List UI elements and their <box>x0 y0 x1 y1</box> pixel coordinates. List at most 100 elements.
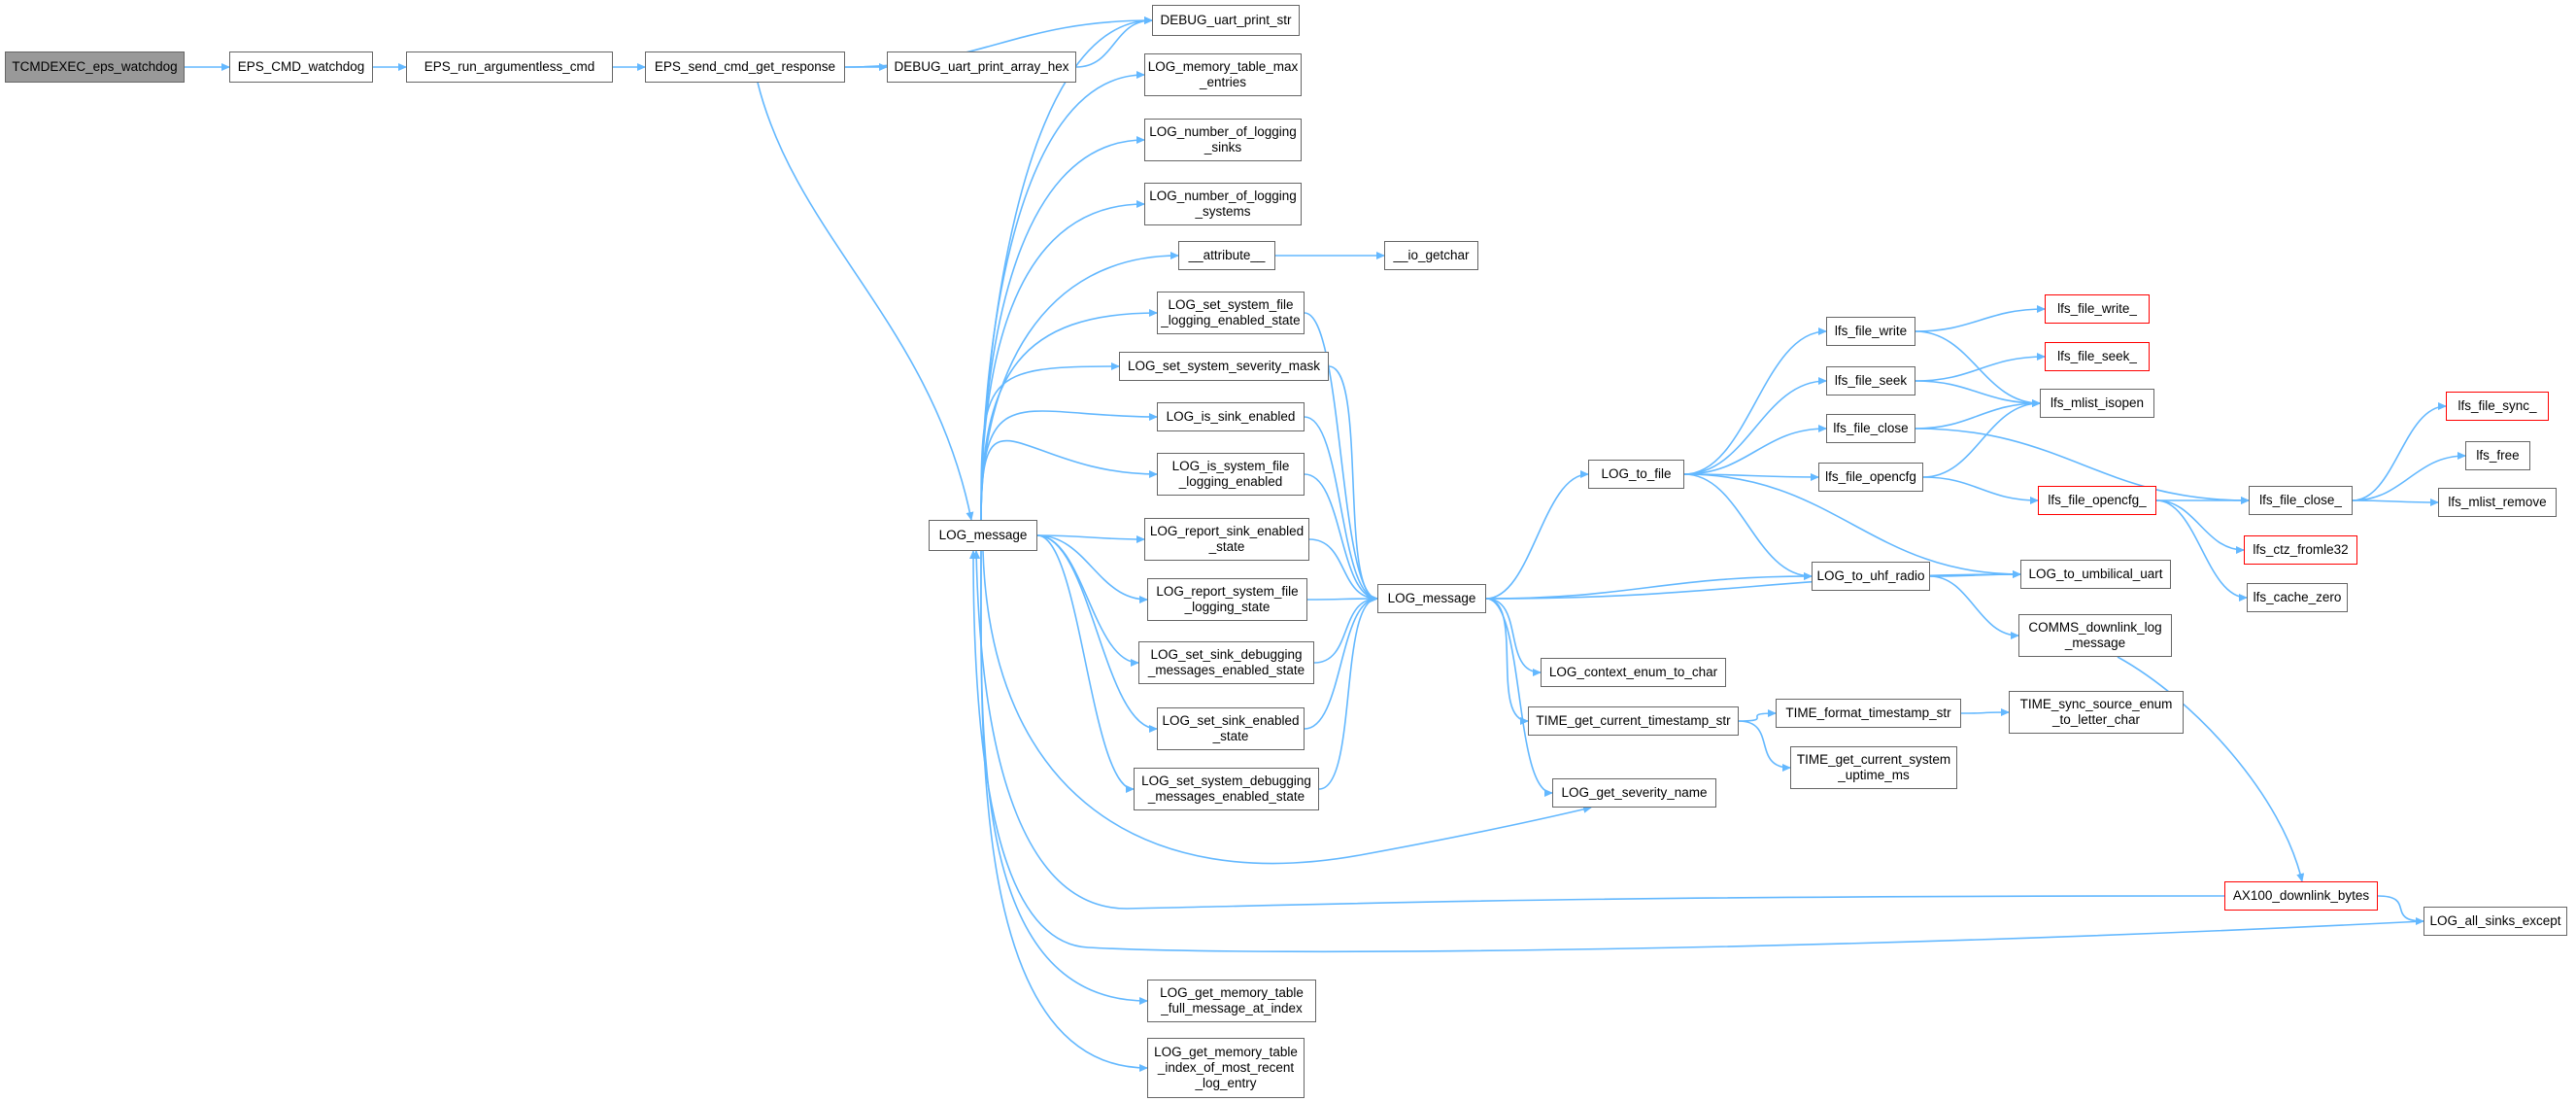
node-sync-src[interactable]: TIME_sync_source_enum _to_letter_char <box>2009 691 2184 734</box>
edge-comms-dl-to-ax100 <box>2117 656 2305 882</box>
edge-ts-str-to-uptime <box>1738 720 1791 772</box>
edge-log-to-file-to-uhf <box>1683 473 1813 580</box>
node-f-write-[interactable]: lfs_file_write_ <box>2045 294 2150 324</box>
node-ax100[interactable]: AX100_downlink_bytes <box>2224 881 2378 911</box>
node-all-sinks[interactable]: LOG_all_sinks_except <box>2423 907 2567 936</box>
edge-log-msg2-to-uhf <box>1485 572 1813 600</box>
edge-f-seek-to-f-seek- <box>1915 353 2046 382</box>
node-log-to-file[interactable]: LOG_to_file <box>1588 460 1684 489</box>
edge-log-msg1-to-mem-idx <box>980 550 1148 1072</box>
node-eps-run[interactable]: EPS_run_argumentless_cmd <box>406 52 613 83</box>
node-f-write[interactable]: lfs_file_write <box>1826 317 1915 346</box>
edge-log-msg2-to-ts-str <box>1485 598 1529 725</box>
node-sev-name[interactable]: LOG_get_severity_name <box>1552 778 1716 808</box>
edge-log-msg1-to-rep-sink <box>1036 534 1145 543</box>
node-is-sink[interactable]: LOG_is_sink_enabled <box>1157 402 1305 431</box>
node-uptime[interactable]: TIME_get_current_system _uptime_ms <box>1790 746 1957 789</box>
edge-log-msg1-to-is-sink <box>980 410 1158 521</box>
node-lfs-free[interactable]: lfs_free <box>2465 441 2530 470</box>
edge-log-msg1-to-is-sys-file <box>980 439 1158 521</box>
edge-f-write-to-f-write- <box>1915 305 2046 332</box>
edge-set-sys-dbg-to-log-msg2 <box>1318 595 1378 790</box>
edge-uhf-to-umb <box>1929 570 2021 579</box>
edge-f-opencfg-to-mlist-isopen <box>1922 399 2041 478</box>
node-ctx-enum[interactable]: LOG_context_enum_to_char <box>1541 658 1726 687</box>
edge-f-opencfg-to-f-opencfg- <box>1922 476 2039 504</box>
node-eps-send[interactable]: EPS_send_cmd_get_response <box>645 52 845 83</box>
edge-log-msg1-to-num-sinks <box>980 136 1145 521</box>
edge-f-write-to-mlist-isopen <box>1915 330 2041 407</box>
edge-log-msg1-to-set-sink-dbg <box>1036 534 1139 667</box>
node-mem-idx[interactable]: LOG_get_memory_table _index_of_most_rece… <box>1147 1038 1305 1098</box>
node-cache-zero[interactable]: lfs_cache_zero <box>2247 583 2348 612</box>
node-set-sev[interactable]: LOG_set_system_severity_mask <box>1119 352 1329 381</box>
node-f-opencfg-[interactable]: lfs_file_opencfg_ <box>2038 486 2156 515</box>
edge-eps-send-to-log-msg1 <box>757 82 974 521</box>
node-mlist-remove[interactable]: lfs_mlist_remove <box>2438 488 2557 517</box>
node-tcmdexec: TCMDEXEC_eps_watchdog <box>5 52 185 83</box>
node-rep-sys-file[interactable]: LOG_report_system_file _logging_state <box>1147 578 1307 621</box>
edge-f-seek-to-mlist-isopen <box>1915 380 2041 407</box>
edge-log-msg2-to-sev-name <box>1485 598 1553 797</box>
node-is-sys-file[interactable]: LOG_is_system_file _logging_enabled <box>1157 453 1305 496</box>
node-f-opencfg[interactable]: lfs_file_opencfg <box>1818 463 1923 492</box>
node-rep-sink[interactable]: LOG_report_sink_enabled _state <box>1144 518 1309 561</box>
edge-log-to-file-to-f-seek <box>1683 377 1827 475</box>
node-uhf[interactable]: LOG_to_uhf_radio <box>1812 562 1930 591</box>
node-crc[interactable]: lfs_ctz_fromle32 <box>2244 535 2357 565</box>
edge-f-opencfg--to-crc <box>2155 499 2245 554</box>
edge-ax100-to-log-msg1 <box>972 550 2225 910</box>
node-num-sinks[interactable]: LOG_number_of_logging _sinks <box>1144 119 1302 161</box>
node-f-close[interactable]: lfs_file_close <box>1826 414 1915 443</box>
edge-log-msg1-to-num-sys <box>980 200 1145 521</box>
node-set-file-log[interactable]: LOG_set_system_file _logging_enabled_sta… <box>1157 292 1305 334</box>
node-dbg-hex[interactable]: DEBUG_uart_print_array_hex <box>887 52 1076 83</box>
node-mem-full[interactable]: LOG_get_memory_table _full_message_at_in… <box>1147 980 1316 1022</box>
edge-is-sys-file-to-log-msg2 <box>1304 473 1378 602</box>
edge-log-msg1-to-attr <box>980 252 1179 521</box>
edge-set-sev-to-log-msg2 <box>1328 365 1378 602</box>
node-log-msg2[interactable]: LOG_message <box>1377 584 1486 613</box>
edge-f-close--to-lfs-free <box>2352 452 2466 501</box>
edge-rep-sys-file-to-log-msg2 <box>1306 595 1378 603</box>
node-f-close-[interactable]: lfs_file_close_ <box>2249 486 2353 515</box>
edge-all-sinks-to-log-msg1 <box>969 550 2424 953</box>
node-eps-cmd-wd[interactable]: EPS_CMD_watchdog <box>229 52 373 83</box>
edge-ts-str-to-fmt-ts <box>1738 709 1777 722</box>
node-num-sys[interactable]: LOG_number_of_logging _systems <box>1144 183 1302 225</box>
node-attr[interactable]: __attribute__ <box>1178 241 1275 270</box>
node-set-sink-en[interactable]: LOG_set_sink_enabled _state <box>1157 707 1305 750</box>
edge-log-msg2-to-ctx-enum <box>1485 598 1542 676</box>
node-getchar[interactable]: __io_getchar <box>1384 241 1478 270</box>
edge-rep-sink-to-log-msg2 <box>1308 538 1378 602</box>
node-set-sys-dbg[interactable]: LOG_set_system_debugging _messages_enabl… <box>1134 768 1319 810</box>
node-ts-str[interactable]: TIME_get_current_timestamp_str <box>1528 706 1739 736</box>
edge-log-msg1-to-sev-name <box>982 550 1592 865</box>
node-log-msg1[interactable]: LOG_message <box>929 520 1037 551</box>
edge-log-msg1-to-set-sev <box>980 362 1120 521</box>
edge-log-to-file-to-f-write <box>1683 327 1827 475</box>
edge-uhf-to-comms-dl <box>1929 575 2019 639</box>
node-comms-dl[interactable]: COMMS_downlink_log _message <box>2018 614 2172 657</box>
node-f-seek-[interactable]: lfs_file_seek_ <box>2045 342 2150 371</box>
node-f-sync-[interactable]: lfs_file_sync_ <box>2446 392 2549 421</box>
edge-log-to-file-to-umb <box>1683 473 2021 578</box>
edge-f-opencfg--to-cache-zero <box>2155 499 2248 602</box>
node-set-sink-dbg[interactable]: LOG_set_sink_debugging _messages_enabled… <box>1138 641 1314 684</box>
node-mem-max[interactable]: LOG_memory_table_max _entries <box>1144 53 1302 96</box>
edge-ax100-to-all-sinks <box>2377 895 2424 925</box>
edge-f-close-to-f-close- <box>1915 428 2250 504</box>
node-umb[interactable]: LOG_to_umbilical_uart <box>2020 560 2171 589</box>
edge-log-to-file-to-f-close <box>1683 425 1827 475</box>
edge-dbg-hex-to-dbg-str <box>1075 17 1153 68</box>
node-fmt-ts[interactable]: TIME_format_timestamp_str <box>1776 699 1961 728</box>
node-f-seek[interactable]: lfs_file_seek <box>1826 366 1915 396</box>
edge-log-msg1-to-rep-sys-file <box>1036 534 1148 603</box>
node-mlist-isopen[interactable]: lfs_mlist_isopen <box>2040 389 2154 418</box>
edge-f-close-to-mlist-isopen <box>1915 399 2041 430</box>
edge-f-close--to-f-sync- <box>2352 402 2447 501</box>
node-dbg-str[interactable]: DEBUG_uart_print_str <box>1152 5 1300 36</box>
edge-log-msg1-to-dbg-str <box>980 17 1153 521</box>
